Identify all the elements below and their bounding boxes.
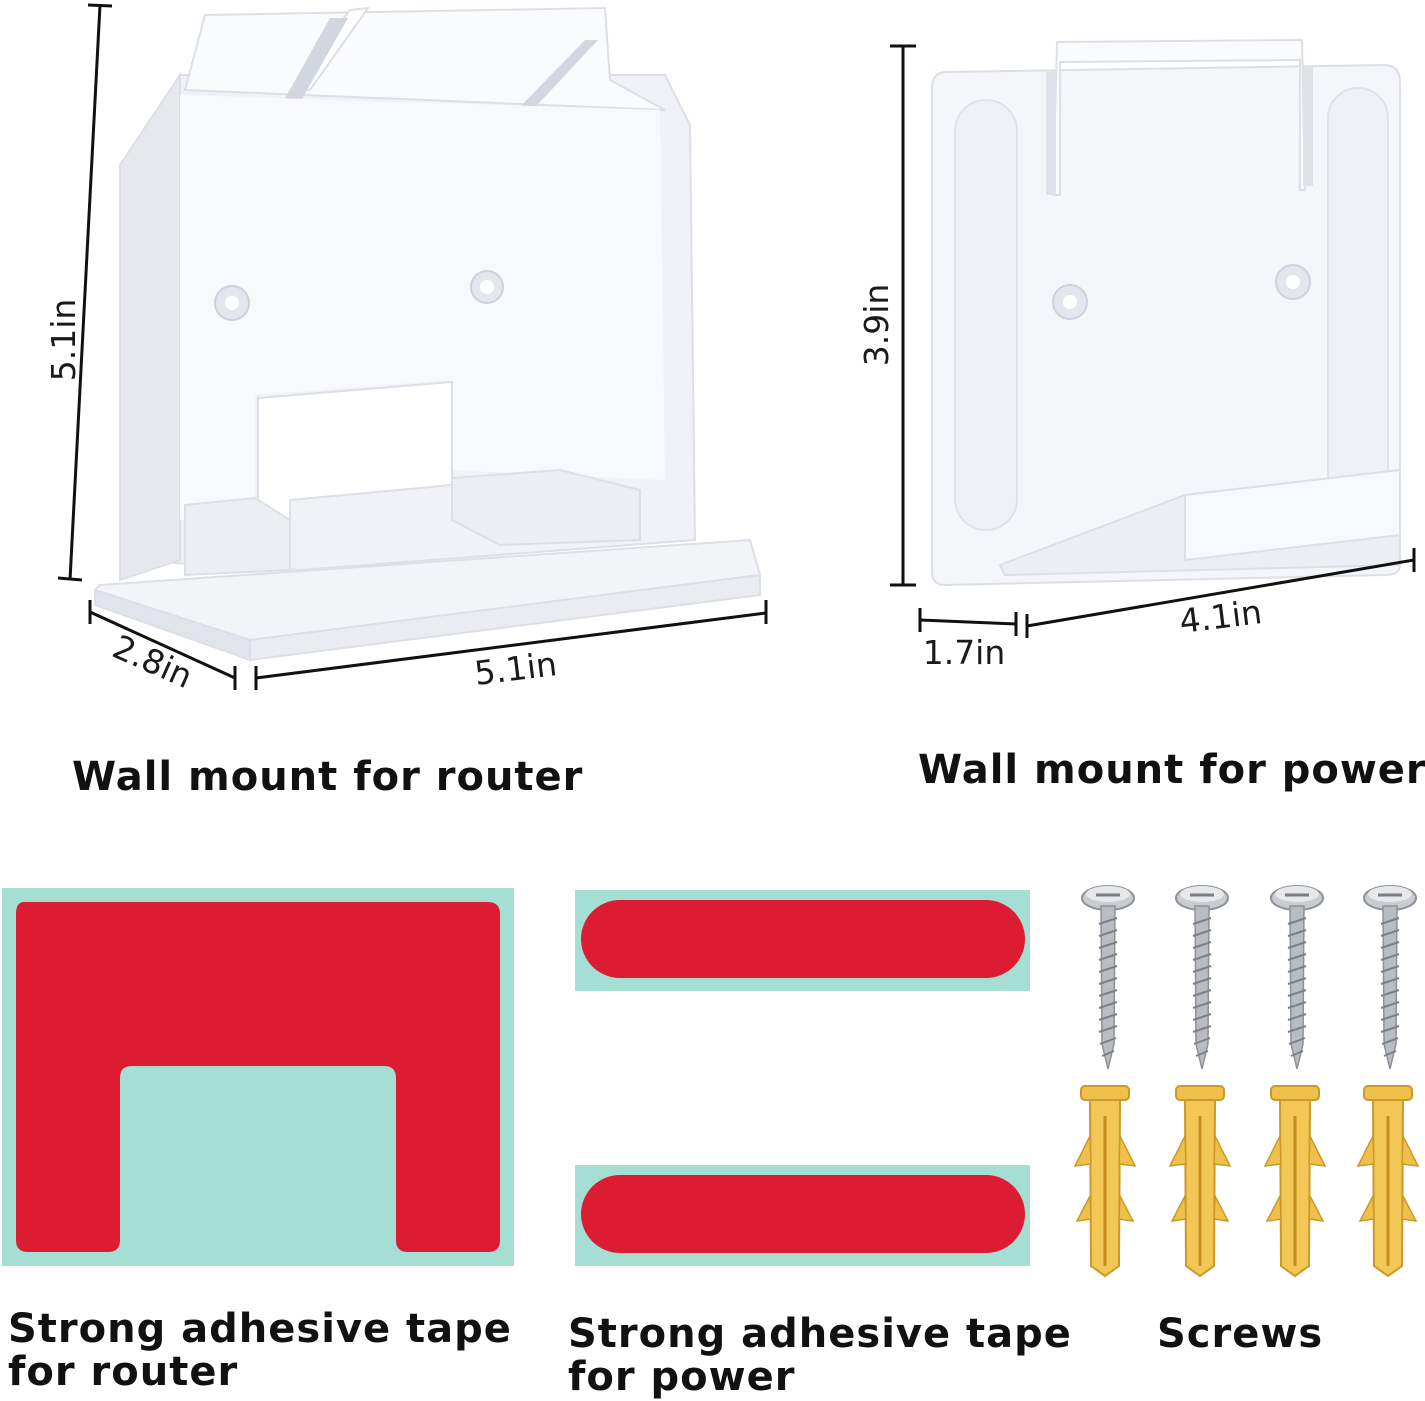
router-depth-dimension-line bbox=[88, 600, 237, 690]
power-mount-body bbox=[931, 38, 1401, 587]
power-tape-caption-line2: for power bbox=[568, 1354, 796, 1401]
router-height-dimension-line bbox=[57, 3, 113, 582]
router-wall-mount-illustration: 5.1in bbox=[44, 3, 768, 696]
router-dim-width-label: 5.1in bbox=[472, 644, 559, 693]
power-height-dimension-line bbox=[890, 44, 916, 587]
router-mount-body bbox=[93, 6, 762, 662]
screw-1 bbox=[1080, 884, 1136, 1071]
router-adhesive-tape bbox=[2, 888, 514, 1266]
router-width-dimension-line bbox=[254, 600, 768, 690]
screws-caption: Screws bbox=[1157, 1311, 1324, 1357]
router-tape-caption-line2: for router bbox=[8, 1349, 239, 1396]
power-dim-depth-label: 1.7in bbox=[923, 633, 1006, 672]
tape-red-adhesive bbox=[16, 902, 500, 1252]
power-adhesive-tape-lower bbox=[575, 1165, 1030, 1266]
wall-anchor-4 bbox=[1356, 1084, 1420, 1278]
screws-and-anchors-illustration bbox=[1073, 884, 1420, 1278]
power-tape-caption: Strong adhesive tape for power bbox=[568, 1311, 1072, 1401]
wall-anchor-3 bbox=[1263, 1084, 1327, 1278]
power-width-dimension-line bbox=[1025, 548, 1416, 638]
wall-anchor-1 bbox=[1073, 1084, 1137, 1278]
power-wall-mount-illustration: 3.9in 1.7in bbox=[857, 38, 1416, 672]
power-mount-caption: Wall mount for power bbox=[918, 747, 1425, 793]
power-dim-height-label: 3.9in bbox=[857, 284, 896, 367]
router-dim-height-label: 5.1in bbox=[44, 299, 83, 382]
screw-3 bbox=[1269, 884, 1325, 1071]
screw-4 bbox=[1362, 884, 1418, 1071]
screw-2 bbox=[1174, 884, 1230, 1071]
power-tape-caption-line1: Strong adhesive tape bbox=[568, 1311, 1072, 1357]
router-tape-caption-line1: Strong adhesive tape bbox=[8, 1306, 512, 1352]
router-mount-caption: Wall mount for router bbox=[72, 754, 584, 800]
wall-anchor-2 bbox=[1168, 1084, 1232, 1278]
power-adhesive-tape-upper bbox=[575, 890, 1030, 991]
power-depth-dimension-line bbox=[918, 608, 1018, 636]
router-tape-caption: Strong adhesive tape for router bbox=[8, 1306, 512, 1396]
